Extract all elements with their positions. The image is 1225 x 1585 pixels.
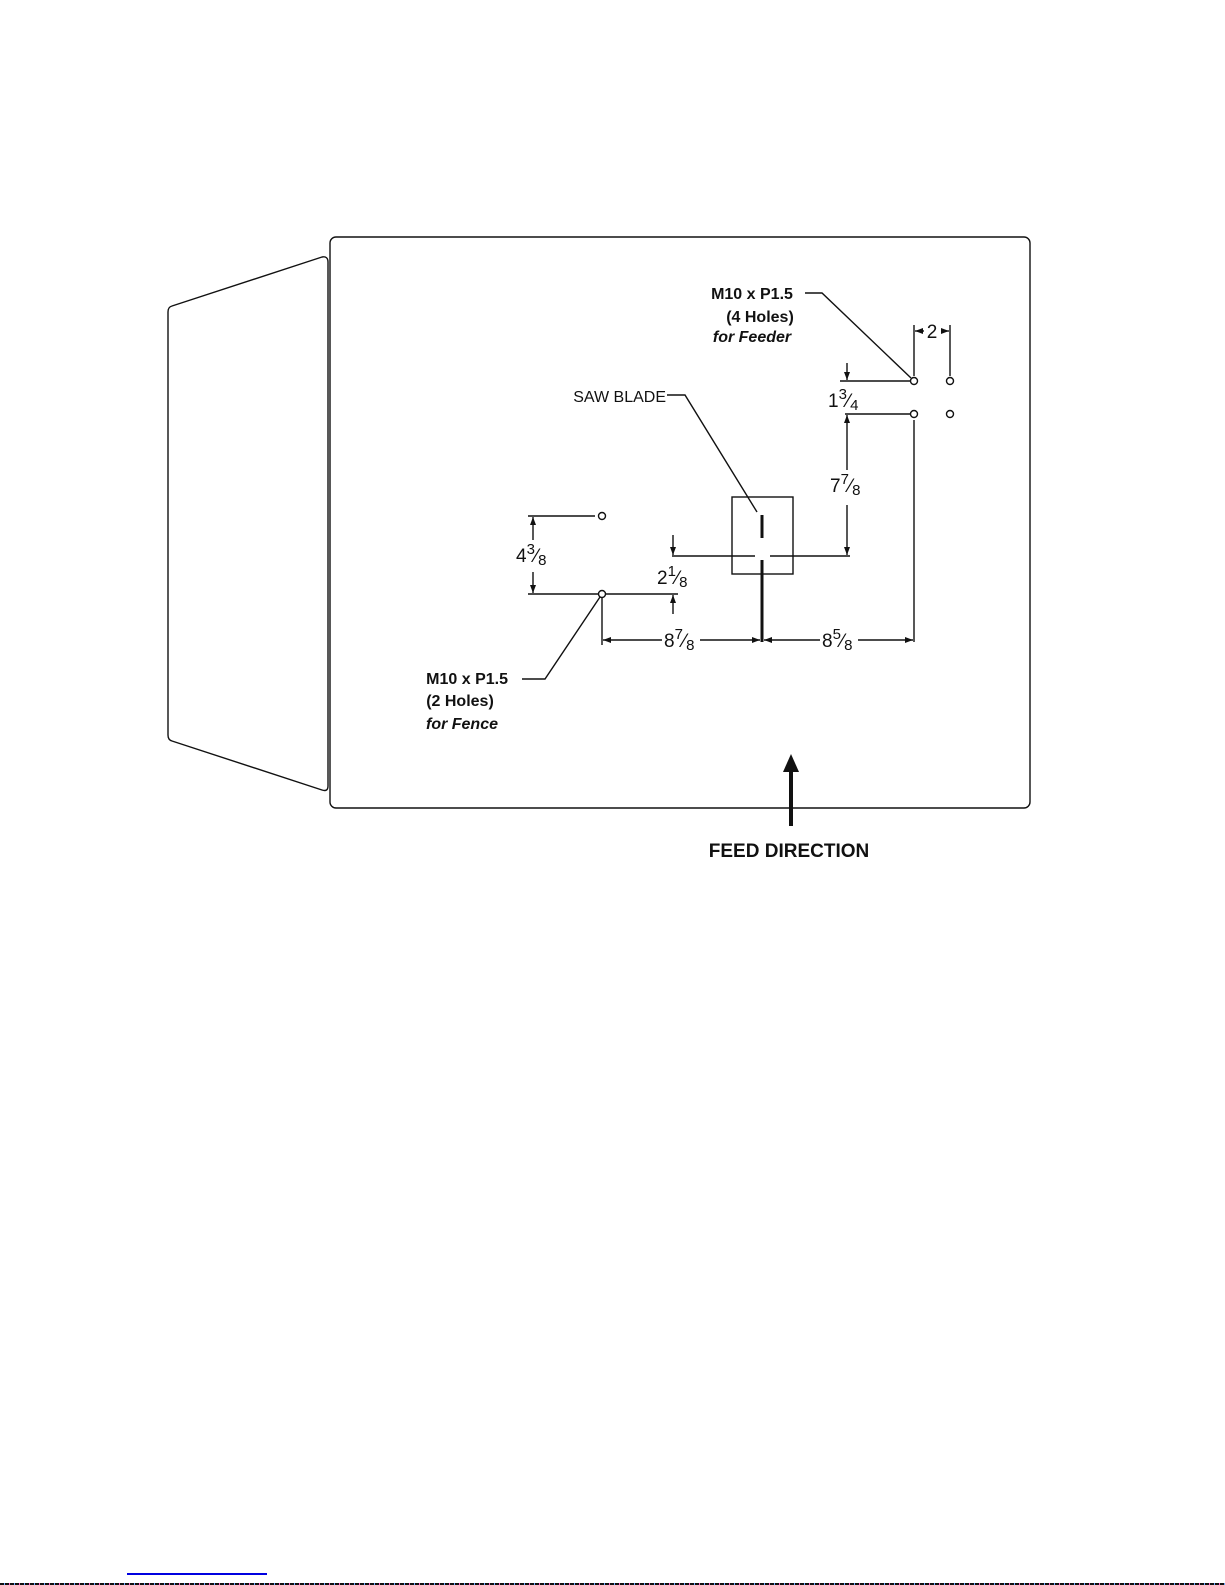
dim-feeder-spacing-x: 2 (927, 322, 938, 343)
feed-direction-arrowhead (783, 754, 799, 772)
dim-blade-to-feeder-x: 85⁄8 (822, 626, 852, 654)
feeder-holes-label: (4 Holes) (726, 309, 794, 326)
feeder-use-label: for Feeder (713, 329, 792, 346)
fence-use-label: for Fence (426, 716, 498, 733)
dim-fence-to-blade-x: 87⁄8 (664, 626, 694, 654)
saw-blade-label: SAW BLADE (573, 389, 666, 406)
feeder-holes (911, 378, 954, 418)
fence-leader (522, 597, 600, 679)
dim-blade-to-feeder-y: 77⁄8 (830, 471, 860, 499)
bottom-link-underline (127, 1573, 267, 1575)
side-panel (168, 257, 328, 791)
feeder-leader (805, 293, 911, 378)
fence-holes-label: (2 Holes) (426, 693, 494, 710)
dim-fence-to-blade-y: 21⁄8 (657, 563, 687, 591)
fence-spec-label: M10 x P1.5 (426, 671, 508, 688)
feed-direction-label: FEED DIRECTION (709, 841, 869, 862)
dim-feeder-spacing-y: 13⁄4 (828, 386, 858, 414)
feeder-spec-label: M10 x P1.5 (711, 286, 793, 303)
saw-blade-leader (667, 395, 757, 512)
fence-holes (599, 513, 606, 598)
dim-fence-spacing-y: 43⁄8 (516, 541, 546, 569)
